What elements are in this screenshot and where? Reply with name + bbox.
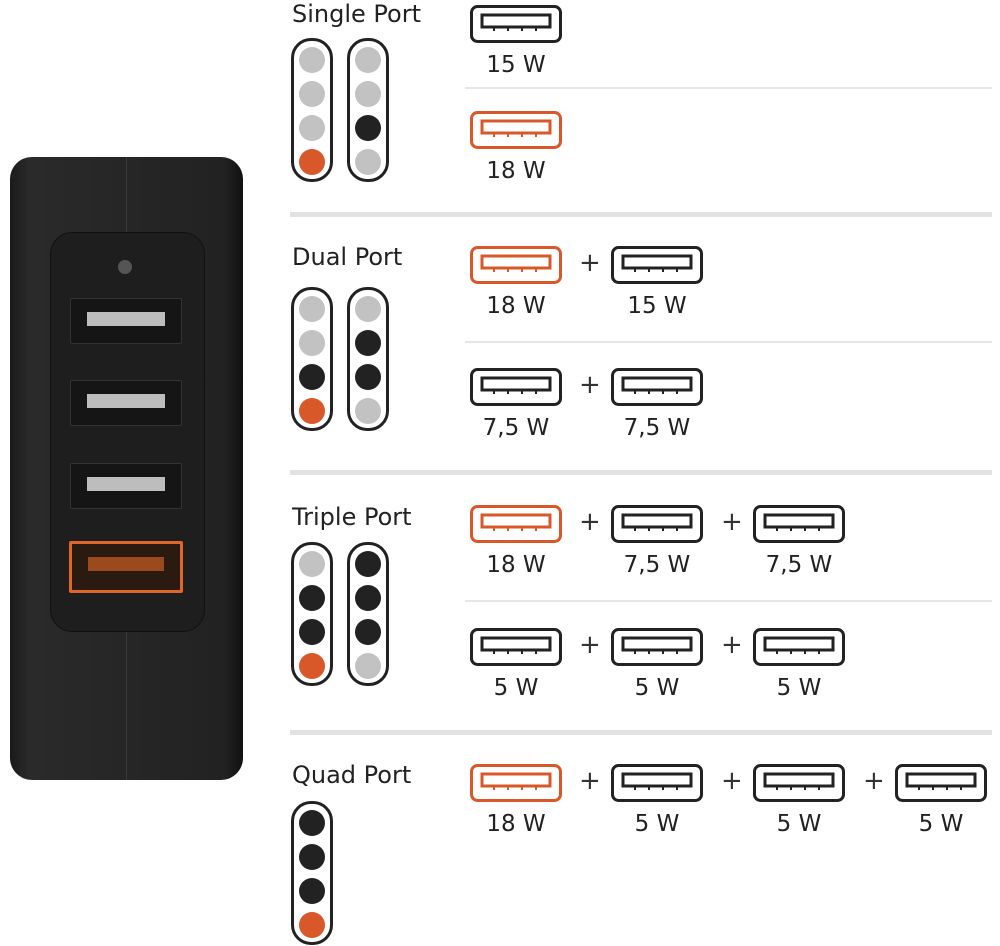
led-dot-off [299, 115, 325, 141]
led-indicator-column [291, 542, 333, 686]
section-title: Single Port [292, 0, 421, 28]
row-divider [465, 87, 992, 89]
led-dot-on [299, 810, 325, 836]
led-dot-accent [299, 398, 325, 424]
wattage-label: 5 W [918, 811, 964, 837]
led-dot-on [355, 585, 381, 611]
led-dot-off [355, 296, 381, 322]
wattage-label: 15 W [627, 293, 687, 319]
led-dot-on [355, 619, 381, 645]
charger-usb-port-1 [70, 298, 182, 344]
usb-port-icon [470, 505, 562, 543]
led-dot-off [299, 296, 325, 322]
wattage-label: 5 W [493, 675, 539, 701]
row-divider [465, 600, 992, 602]
usb-port-icon [753, 505, 845, 543]
usb-port-icon [470, 368, 562, 406]
led-dot-on [299, 619, 325, 645]
usb-port-icon [753, 628, 845, 666]
usb-port-icon [470, 628, 562, 666]
wattage-label: 18 W [486, 811, 546, 837]
usb-port-icon [753, 764, 845, 802]
led-indicator-column [291, 287, 333, 431]
plus-sign: + [579, 248, 601, 278]
led-dot-off [355, 653, 381, 679]
led-dot-off [299, 47, 325, 73]
charger-indicator-led [118, 260, 132, 274]
usb-port-icon [470, 764, 562, 802]
usb-port-icon [470, 5, 562, 43]
led-dot-on [355, 364, 381, 390]
plus-sign: + [579, 370, 601, 400]
wattage-label: 5 W [634, 811, 680, 837]
usb-port-icon [611, 764, 703, 802]
led-dot-on [299, 844, 325, 870]
usb-port-icon [470, 246, 562, 284]
led-dot-on [299, 364, 325, 390]
led-dot-on [355, 330, 381, 356]
usb-port-icon [611, 505, 703, 543]
usb-port-icon [611, 246, 703, 284]
wattage-label: 18 W [486, 158, 546, 184]
charger-usb-port-3 [70, 463, 182, 509]
wattage-label: 7,5 W [482, 415, 550, 441]
led-dot-off [299, 81, 325, 107]
section-divider [290, 212, 992, 217]
plus-sign: + [579, 630, 601, 660]
led-dot-off [299, 330, 325, 356]
led-indicator-column [347, 287, 389, 431]
plus-sign: + [721, 507, 743, 537]
wattage-label: 7,5 W [765, 552, 833, 578]
row-divider [465, 341, 992, 343]
wattage-label: 18 W [486, 552, 546, 578]
usb-port-icon [470, 111, 562, 149]
plus-sign: + [863, 766, 885, 796]
wattage-label: 7,5 W [623, 415, 691, 441]
usb-port-icon [611, 368, 703, 406]
usb-port-icon [611, 628, 703, 666]
section-title: Triple Port [292, 503, 412, 531]
plus-sign: + [579, 507, 601, 537]
charger-usb-port-fast [69, 541, 183, 593]
plus-sign: + [579, 766, 601, 796]
plus-sign: + [721, 766, 743, 796]
led-dot-off [355, 149, 381, 175]
wattage-label: 15 W [486, 52, 546, 78]
led-indicator-column [291, 801, 333, 945]
charger-usb-port-2 [70, 380, 182, 426]
section-divider [290, 470, 992, 475]
led-dot-on [355, 115, 381, 141]
led-dot-on [299, 878, 325, 904]
led-indicator-column [347, 542, 389, 686]
wattage-label: 5 W [776, 675, 822, 701]
led-indicator-column [347, 38, 389, 182]
plus-sign: + [721, 630, 743, 660]
led-dot-off [355, 398, 381, 424]
led-dot-accent [299, 653, 325, 679]
section-title: Quad Port [292, 761, 412, 789]
led-dot-off [355, 47, 381, 73]
section-divider [290, 730, 992, 735]
led-dot-off [299, 551, 325, 577]
led-dot-on [299, 585, 325, 611]
led-dot-off [355, 81, 381, 107]
led-dot-accent [299, 149, 325, 175]
wattage-label: 5 W [776, 811, 822, 837]
wattage-label: 18 W [486, 293, 546, 319]
usb-port-icon [895, 764, 987, 802]
led-dot-accent [299, 912, 325, 938]
led-dot-on [355, 551, 381, 577]
wattage-label: 7,5 W [623, 552, 691, 578]
section-title: Dual Port [292, 243, 403, 271]
led-indicator-column [291, 38, 333, 182]
wattage-label: 5 W [634, 675, 680, 701]
